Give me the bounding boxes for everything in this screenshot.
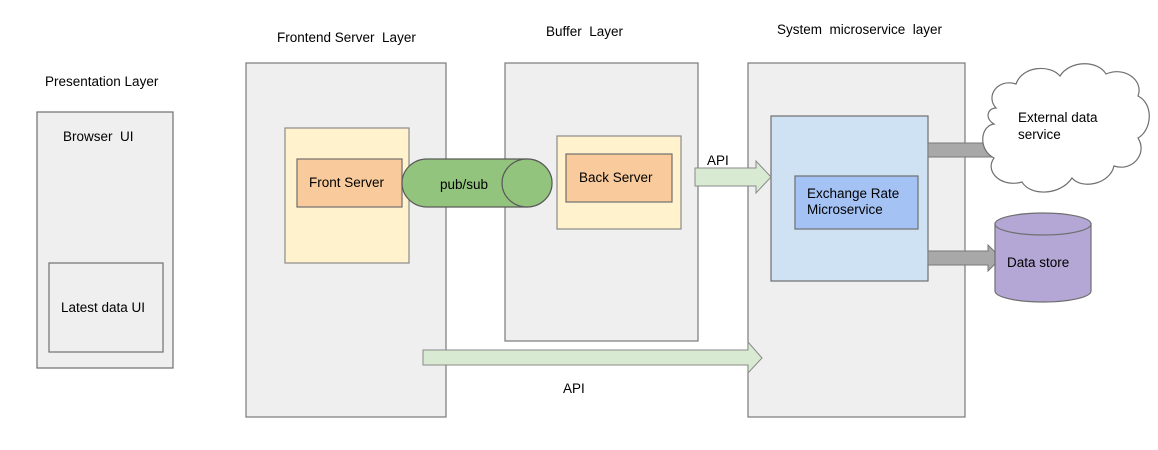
data-store-label: Data store (1007, 255, 1070, 270)
exchange-rate-microservice-box (794, 175, 919, 230)
external-data-label-line1: External data (1018, 110, 1098, 125)
system-microservice-layer-title: System microservice layer (777, 22, 943, 37)
browser-ui-label: Browser UI (63, 129, 134, 144)
latest-data-ui-box (48, 262, 164, 353)
external-data-label-line2: service (1018, 127, 1061, 142)
api-label-lower: API (563, 381, 585, 396)
buffer-layer-title: Buffer Layer (546, 24, 624, 39)
data-store-cylinder (994, 212, 1092, 303)
front-server-label: Front Server (309, 175, 385, 190)
exchange-rate-label-line2: Microservice (807, 202, 883, 217)
back-server-box (565, 153, 673, 203)
back-server-label: Back Server (579, 170, 653, 185)
pubsub-label: pub/sub (440, 177, 489, 192)
frontend-server-layer-title: Frontend Server Layer (277, 30, 416, 45)
presentation-layer-title: Presentation Layer (45, 74, 159, 89)
pubsub-cylinder (401, 158, 553, 208)
front-server-box (296, 158, 403, 208)
latest-data-ui-label: Latest data UI (61, 300, 146, 315)
api-arrow-frontend-to-system (422, 340, 763, 375)
exchange-rate-label-line1: Exchange Rate (807, 186, 900, 201)
api-arrow-buffer-to-system (694, 159, 772, 195)
external-data-service-cloud (982, 63, 1150, 193)
api-label-upper: API (707, 153, 729, 168)
